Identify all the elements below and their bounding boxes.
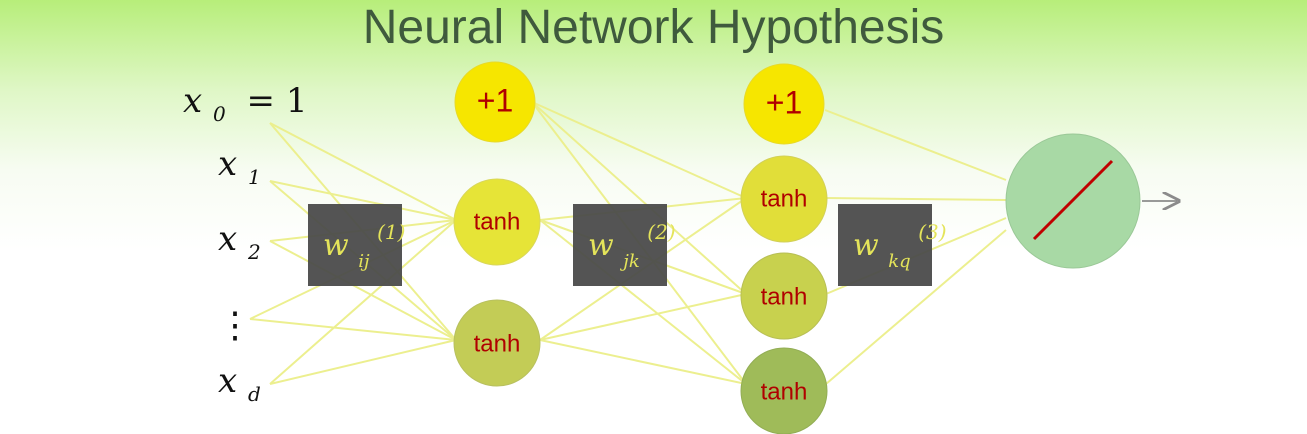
weight-2-base: w (588, 228, 614, 263)
weight-2-superscript: (2) (647, 220, 675, 244)
input-x0-suffix: = 1 (247, 81, 308, 121)
weight-3-base: w (853, 228, 879, 263)
hidden2-node-3 (740, 347, 828, 434)
weight-1-base: w (323, 228, 349, 263)
edge-b1-k1 (531, 101, 747, 199)
hidden2-node-1 (740, 155, 828, 243)
input-x1: x 1 (218, 144, 261, 189)
weight-label-3: w kq (3) (853, 220, 947, 275)
hidden2-node-3-label: tanh (761, 378, 808, 405)
weight-boxes (308, 204, 932, 286)
input-x2-subscript: 2 (247, 240, 261, 264)
edge-h2-k3 (539, 339, 747, 385)
weight-3-superscript: (3) (918, 220, 946, 244)
input-x0-symbol: x (183, 81, 202, 121)
weight-box-2 (573, 204, 667, 286)
edge-x2-h2 (269, 240, 457, 341)
hidden1-bias-node (454, 61, 536, 143)
input-xd: x d (218, 361, 261, 406)
edge-x0-h1 (269, 122, 457, 221)
weight-box-1 (308, 204, 402, 286)
input-x2-symbol: x (218, 219, 237, 259)
hidden2-bias-label: +1 (766, 84, 802, 120)
weight-label-1: w ij (1) (323, 220, 405, 275)
input-x0-subscript: 0 (213, 102, 226, 126)
edge-dots-h2 (249, 318, 457, 341)
weight-1-subscript: ij (358, 251, 370, 272)
input-xd-symbol: x (218, 361, 237, 401)
edge-b2-out (824, 109, 1007, 181)
hidden2-node-2-label: tanh (761, 283, 808, 310)
edge-k3-out (825, 229, 1007, 385)
weight-3-subscript: kq (888, 251, 910, 272)
hidden2-bias-node (743, 63, 825, 145)
hidden1-node-1-label: tanh (474, 208, 521, 235)
hidden2-node-1-label: tanh (761, 185, 808, 212)
input-x2: x 2 (218, 219, 261, 264)
input-xd-subscript: d (248, 382, 261, 406)
input-x0: x 0 = 1 (183, 81, 307, 130)
hidden1-bias-label: +1 (477, 82, 513, 118)
edge-h2-k2 (539, 293, 747, 341)
edge-b1-k2 (531, 101, 747, 295)
hidden1-node-2 (453, 299, 541, 387)
input-x1-symbol: x (218, 144, 237, 184)
hidden1-node-1 (453, 178, 541, 266)
weight-2-subscript: jk (619, 251, 640, 272)
output-linear-icon (1032, 159, 1114, 241)
weight-label-2: w jk (2) (588, 220, 676, 275)
edge-xd-h2 (269, 339, 457, 385)
input-ellipsis: ⋮ (217, 305, 253, 346)
slide-title: Neural Network Hypothesis (362, 1, 945, 54)
weight-box-3 (838, 204, 932, 286)
edge-k1-out (825, 197, 1007, 201)
edge-xd-h1 (269, 219, 457, 385)
hidden2-node-2 (740, 252, 828, 340)
hidden1-node-2-label: tanh (474, 330, 521, 357)
input-x1-subscript: 1 (248, 165, 261, 189)
weight-1-superscript: (1) (377, 220, 405, 244)
edge-x1-h1 (269, 180, 457, 221)
